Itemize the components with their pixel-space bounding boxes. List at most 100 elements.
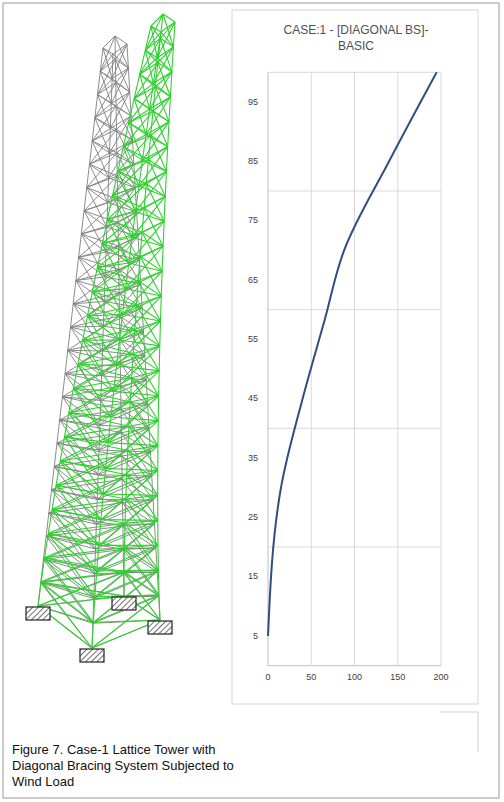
- tower-member: [52, 475, 127, 510]
- tower-member: [46, 536, 123, 549]
- tower-member: [89, 153, 109, 164]
- tower-member: [119, 296, 161, 340]
- tower-member: [119, 314, 122, 340]
- tower-member: [124, 548, 159, 596]
- tower-member: [73, 389, 113, 392]
- grid-line: [441, 72, 442, 665]
- axis-tick-label: 15: [248, 571, 258, 582]
- tower-member: [108, 421, 158, 443]
- tower-member: [140, 232, 142, 256]
- tower-member: [65, 437, 104, 494]
- tower-member: [142, 160, 166, 171]
- tower-member: [83, 340, 117, 366]
- tower-member: [102, 326, 104, 351]
- tower-member: [103, 468, 105, 494]
- tower-member: [142, 147, 167, 161]
- tower-member: [136, 281, 138, 305]
- tower-member: [135, 212, 164, 222]
- tower-member: [110, 104, 112, 129]
- tower-member: [113, 195, 132, 237]
- tower-member: [105, 260, 139, 277]
- tower-member: [115, 36, 127, 44]
- tower-member: [101, 494, 103, 520]
- tower-member: [43, 560, 92, 624]
- tower-member: [92, 289, 125, 292]
- tower-member: [129, 109, 150, 123]
- tower-member: [84, 211, 107, 228]
- tower-member: [41, 582, 124, 596]
- tower-member: [73, 281, 76, 304]
- tower-member: [107, 219, 128, 263]
- grid-line: [354, 72, 355, 665]
- tower-member: [129, 426, 158, 470]
- tower-member: [139, 172, 167, 187]
- tower-member: [137, 212, 138, 236]
- tower-member: [157, 471, 158, 496]
- tower-member: [163, 14, 175, 22]
- tower-member: [93, 596, 159, 623]
- tower-member: [114, 371, 160, 392]
- tower-member: [132, 221, 164, 237]
- tower-member: [142, 208, 144, 232]
- tower-member: [111, 79, 113, 104]
- chart-grid: [268, 72, 441, 665]
- tower-member: [56, 485, 126, 499]
- tower-member: [107, 184, 146, 220]
- tower-member: [117, 321, 161, 366]
- tower-member: [83, 316, 88, 340]
- tower-member: [65, 374, 100, 426]
- tower-member: [65, 350, 68, 373]
- tower-member: [111, 104, 131, 117]
- tower-member: [73, 389, 111, 418]
- tower-member: [165, 172, 166, 197]
- tower-member: [146, 122, 169, 135]
- tower-member: [161, 22, 175, 32]
- tower-member: [153, 83, 170, 96]
- tower-member: [73, 302, 104, 304]
- tower-member: [157, 22, 175, 58]
- tower-member: [159, 596, 160, 620]
- axis-tick-label: 5: [253, 631, 258, 642]
- tower-member: [106, 443, 109, 469]
- tower-member: [60, 461, 105, 468]
- tower-member: [98, 95, 111, 129]
- tower-member: [41, 558, 44, 582]
- tower-member: [57, 443, 122, 456]
- tower-member: [99, 520, 158, 545]
- undeformed-tower: [38, 36, 160, 648]
- tower-member: [101, 495, 158, 519]
- tower-member: [84, 211, 106, 252]
- axis-tick-label: 100: [347, 672, 362, 683]
- tower-member: [170, 72, 171, 97]
- tower-member: [87, 316, 119, 340]
- tower-member: [146, 97, 170, 135]
- tower-member: [78, 364, 114, 391]
- tower-member: [117, 346, 160, 366]
- tower-member: [103, 48, 112, 79]
- tower-member: [92, 141, 108, 178]
- tower-member: [100, 54, 113, 71]
- tower-member: [114, 346, 160, 391]
- tower-member: [60, 420, 99, 450]
- tower-member: [161, 271, 163, 296]
- tower-member: [97, 545, 158, 571]
- tower-member: [142, 122, 169, 161]
- tower-member: [157, 545, 159, 570]
- tower-member: [60, 397, 63, 420]
- tower-member: [95, 571, 97, 597]
- axis-tick-label: 95: [248, 97, 258, 108]
- tower-member: [158, 595, 160, 620]
- tower-member: [130, 402, 158, 446]
- tower-member: [38, 583, 41, 606]
- tower-member: [110, 128, 132, 140]
- tower-member: [69, 413, 111, 417]
- tower-member: [103, 446, 158, 494]
- tower-member: [113, 171, 118, 195]
- tower-member: [129, 263, 162, 271]
- tower-member: [113, 44, 127, 54]
- tower-member: [98, 95, 117, 107]
- tower-member: [79, 234, 82, 257]
- tower-member: [112, 79, 130, 92]
- tower-member: [52, 509, 125, 523]
